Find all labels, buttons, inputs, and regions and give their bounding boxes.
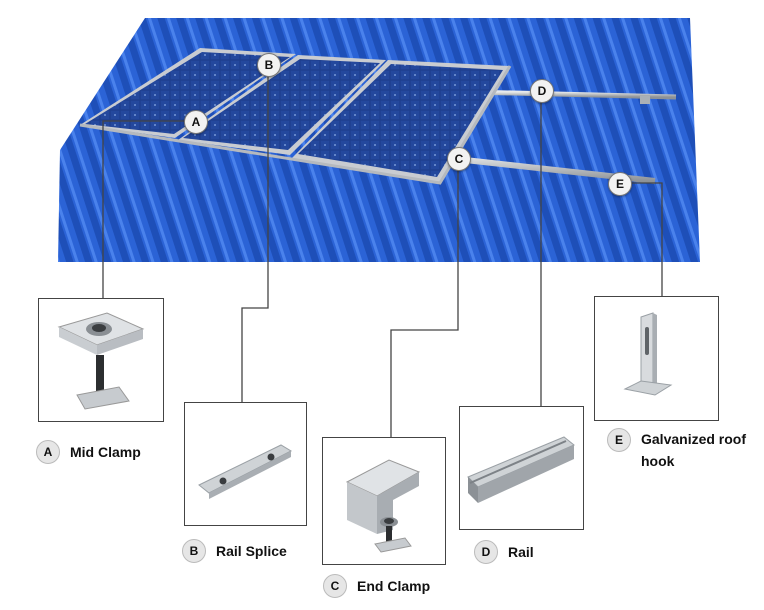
- caption-label: Mid Clamp: [70, 444, 141, 460]
- marker-b: B: [257, 53, 281, 77]
- rail-splice-image: [184, 402, 307, 526]
- caption-badge: E: [607, 428, 631, 452]
- caption-badge: C: [323, 574, 347, 598]
- marker-letter: E: [615, 177, 624, 191]
- marker-letter: D: [537, 84, 547, 98]
- caption-badge: B: [182, 539, 206, 563]
- caption-badge: A: [36, 440, 60, 464]
- mid-clamp-image: [38, 298, 164, 422]
- marker-letter: B: [264, 58, 274, 72]
- caption-c: C End Clamp: [323, 574, 430, 598]
- rail-image: [459, 406, 584, 530]
- marker-letter: A: [191, 115, 201, 129]
- leader-lines: [102, 64, 663, 437]
- caption-label: Rail: [508, 544, 534, 560]
- marker-a: A: [184, 110, 208, 134]
- marker-d: D: [530, 79, 554, 103]
- caption-e: E Galvanized roof hook: [607, 428, 757, 472]
- caption-label: Rail Splice: [216, 543, 287, 559]
- caption-badge: D: [474, 540, 498, 564]
- caption-a: A Mid Clamp: [36, 440, 141, 464]
- marker-letter: C: [454, 152, 464, 166]
- roof-hook-image: [594, 296, 719, 421]
- caption-label: Galvanized roof hook: [641, 431, 747, 469]
- marker-c: C: [447, 147, 471, 171]
- solar-panels: [79, 48, 512, 185]
- caption-b: B Rail Splice: [182, 539, 287, 563]
- end-clamp-image: [322, 437, 446, 565]
- caption-d: D Rail: [474, 540, 534, 564]
- caption-label: End Clamp: [357, 578, 431, 594]
- marker-e: E: [608, 172, 632, 196]
